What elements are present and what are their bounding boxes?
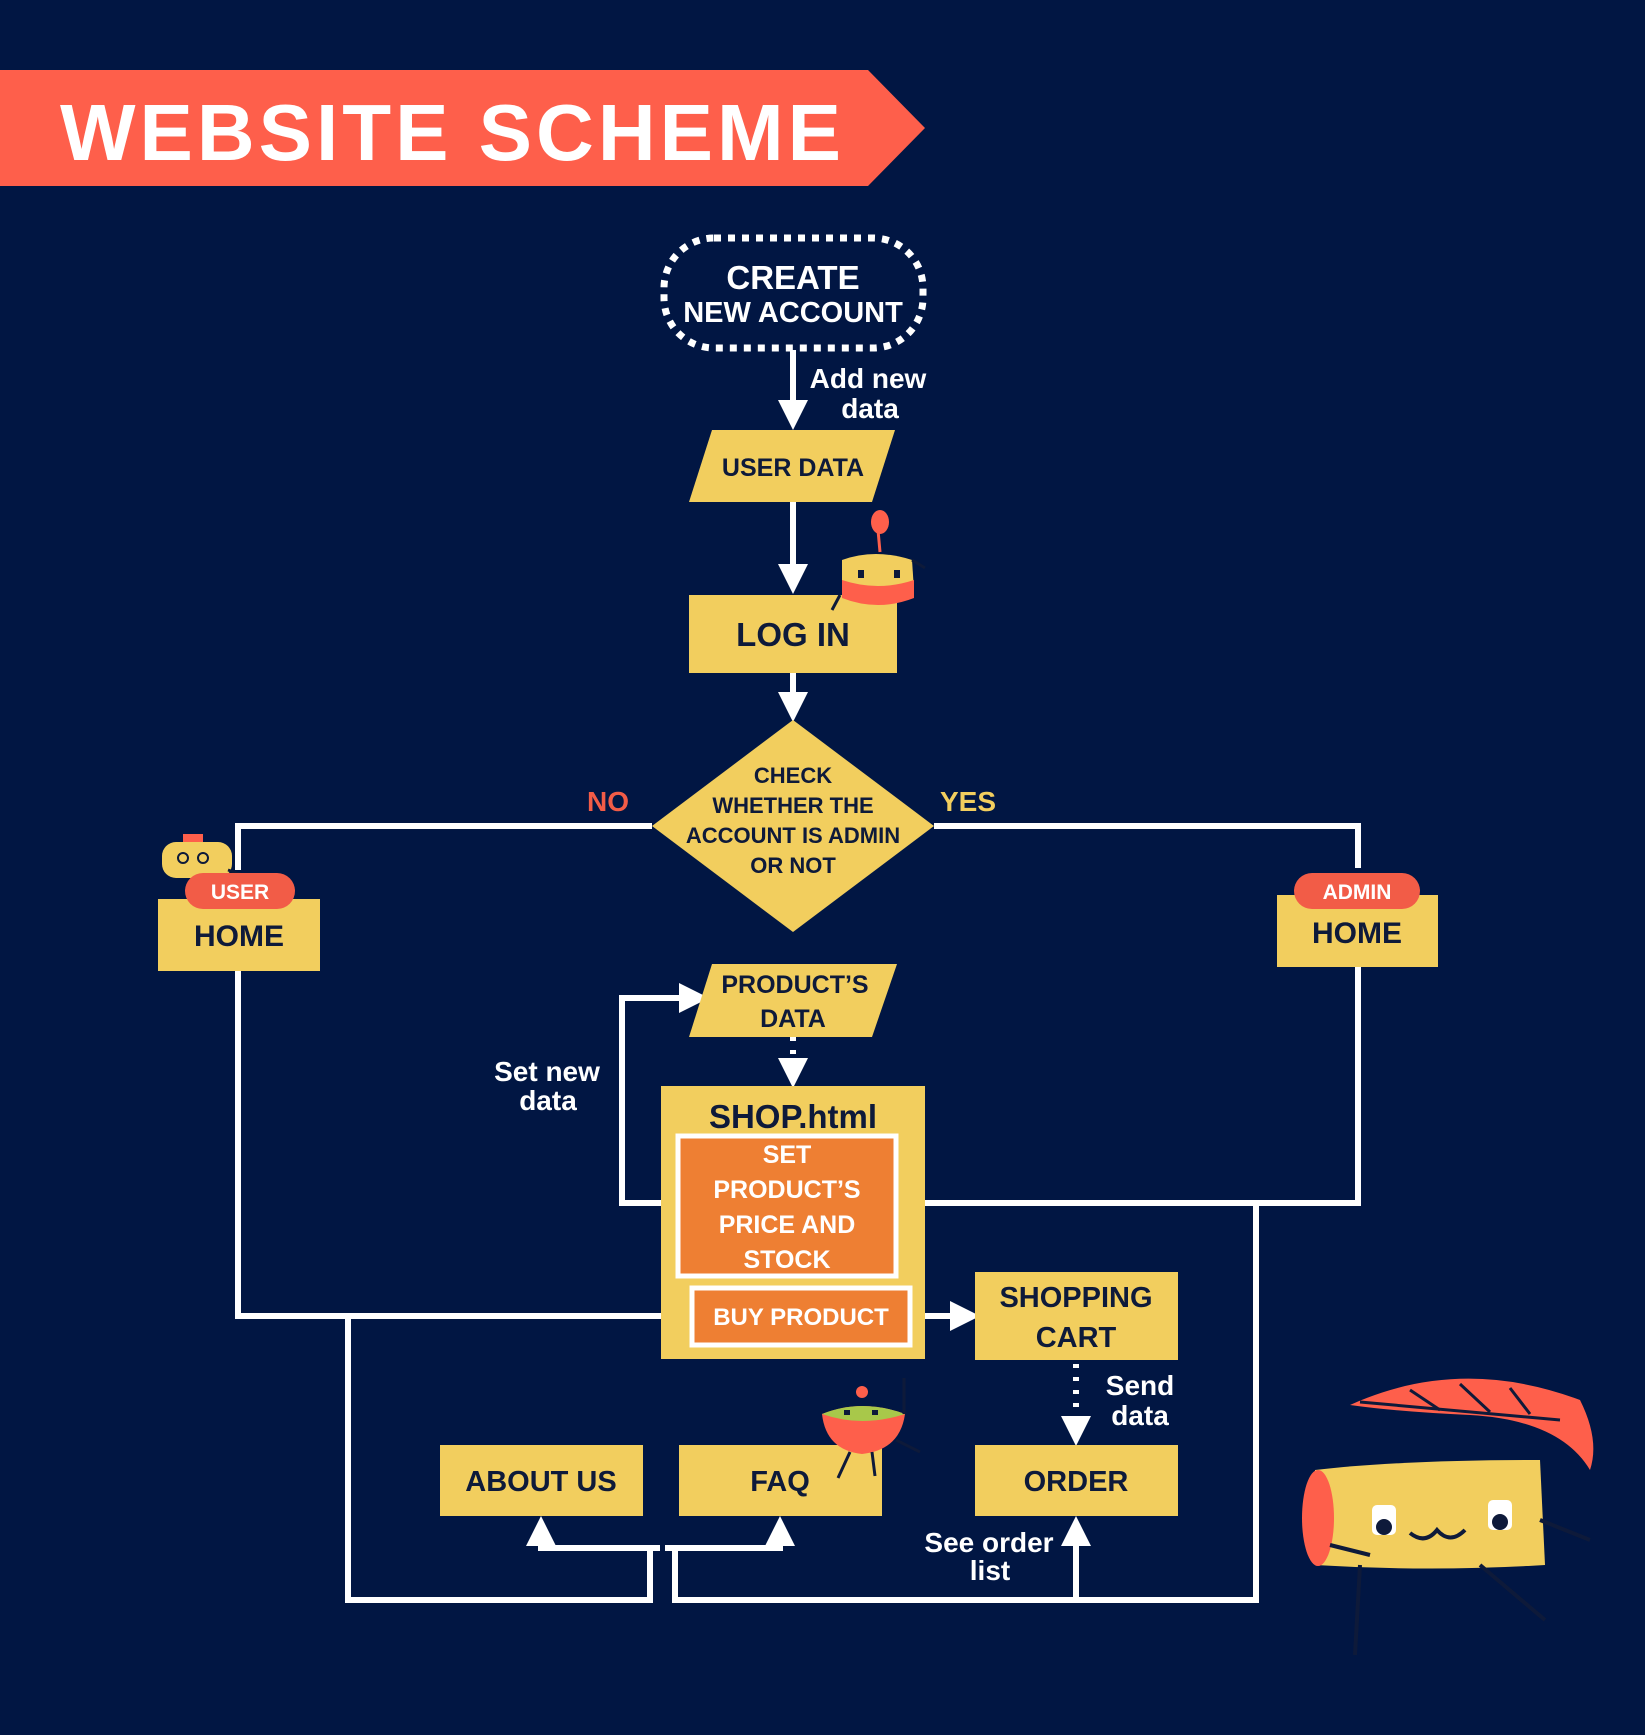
faq-node: FAQ xyxy=(679,1445,882,1516)
check-line1: CHECK xyxy=(754,763,832,788)
user-badge xyxy=(185,873,295,909)
set-price-line2: PRODUCT’S xyxy=(713,1176,860,1204)
buy-product-label: BUY PRODUCT xyxy=(713,1304,889,1331)
faq-label: FAQ xyxy=(750,1466,810,1498)
connectors xyxy=(235,350,1361,1603)
user-data-node: USER DATA xyxy=(689,430,895,502)
log-in-label: LOG IN xyxy=(736,616,850,653)
arrow-to-faq xyxy=(665,1516,795,1551)
label-no: NO xyxy=(587,786,629,817)
label-add-new-data-line1: Add new xyxy=(810,363,927,394)
order-label: ORDER xyxy=(1024,1466,1129,1498)
line-admin-home-to-set xyxy=(898,966,1361,1206)
products-data-node: PRODUCT’S DATA xyxy=(689,964,897,1037)
bread-mascot-icon xyxy=(162,834,247,878)
user-badge-label: USER xyxy=(211,881,269,904)
label-add-new-data-line2: data xyxy=(841,393,899,424)
line-check-to-user-home xyxy=(235,823,652,870)
create-account-line2: NEW ACCOUNT xyxy=(683,297,903,329)
buy-product-box xyxy=(689,1285,913,1348)
watermelon-mascot-icon xyxy=(822,1378,921,1479)
check-admin-decision-node: CHECK WHETHER THE ACCOUNT IS ADMIN OR NO… xyxy=(652,720,934,932)
shop-title: SHOP.html xyxy=(709,1098,877,1135)
log-in-node: LOG IN xyxy=(689,595,897,673)
admin-badge-label: ADMIN xyxy=(1323,881,1392,904)
arrow-to-about-us xyxy=(526,1516,660,1551)
admin-home-node: ADMIN HOME xyxy=(1277,873,1438,967)
about-us-node: ABOUT US xyxy=(440,1445,643,1516)
create-new-account-node: CREATE NEW ACCOUNT xyxy=(660,234,927,352)
about-us-label: ABOUT US xyxy=(465,1466,616,1498)
label-set-new-data-line2: data xyxy=(519,1085,577,1116)
check-line3: ACCOUNT IS ADMIN xyxy=(686,823,900,848)
set-price-line4: STOCK xyxy=(743,1246,830,1274)
set-price-stock-box xyxy=(675,1133,899,1279)
line-user-home-to-buy xyxy=(235,970,690,1319)
order-node: ORDER xyxy=(975,1445,1178,1516)
admin-home-label: HOME xyxy=(1312,917,1402,950)
shopping-cart-line1: SHOPPING xyxy=(999,1282,1152,1314)
line-user-branch-bottom xyxy=(345,1316,653,1603)
set-price-line3: PRICE AND xyxy=(719,1211,856,1239)
shopping-cart-line2: CART xyxy=(1036,1322,1117,1354)
cheese-leaf-mascot-icon xyxy=(1302,1378,1594,1656)
line-check-to-admin-home xyxy=(934,823,1361,868)
check-line4: OR NOT xyxy=(750,853,836,878)
title-banner: WEBSITE SCHEME xyxy=(0,70,925,186)
user-data-label: USER DATA xyxy=(722,454,864,482)
products-data-line2: DATA xyxy=(760,1005,826,1033)
label-send-data-line1: Send xyxy=(1106,1370,1174,1401)
set-price-line1: SET xyxy=(763,1141,812,1169)
shop-page-node: SHOP.html SET PRODUCT’S PRICE AND STOCK … xyxy=(661,1086,925,1359)
label-set-new-data-line1: Set new xyxy=(494,1056,600,1087)
line-admin-branch-bottom xyxy=(672,1203,1259,1603)
label-see-order-list-line1: See order xyxy=(924,1527,1053,1558)
create-account-line1: CREATE xyxy=(726,259,859,296)
diagram-title: WEBSITE SCHEME xyxy=(60,88,845,177)
products-data-line1: PRODUCT’S xyxy=(721,971,868,999)
arrow-set-new-data xyxy=(619,983,709,1206)
label-send-data-line2: data xyxy=(1111,1400,1169,1431)
admin-badge xyxy=(1294,873,1420,909)
user-home-label: HOME xyxy=(194,920,284,953)
user-home-node: USER HOME xyxy=(158,873,320,971)
check-line2: WHETHER THE xyxy=(712,793,873,818)
label-yes: YES xyxy=(940,786,996,817)
cake-mascot-icon xyxy=(830,510,926,611)
shopping-cart-node: SHOPPING CART xyxy=(975,1272,1178,1360)
label-see-order-list-line2: list xyxy=(970,1555,1010,1586)
